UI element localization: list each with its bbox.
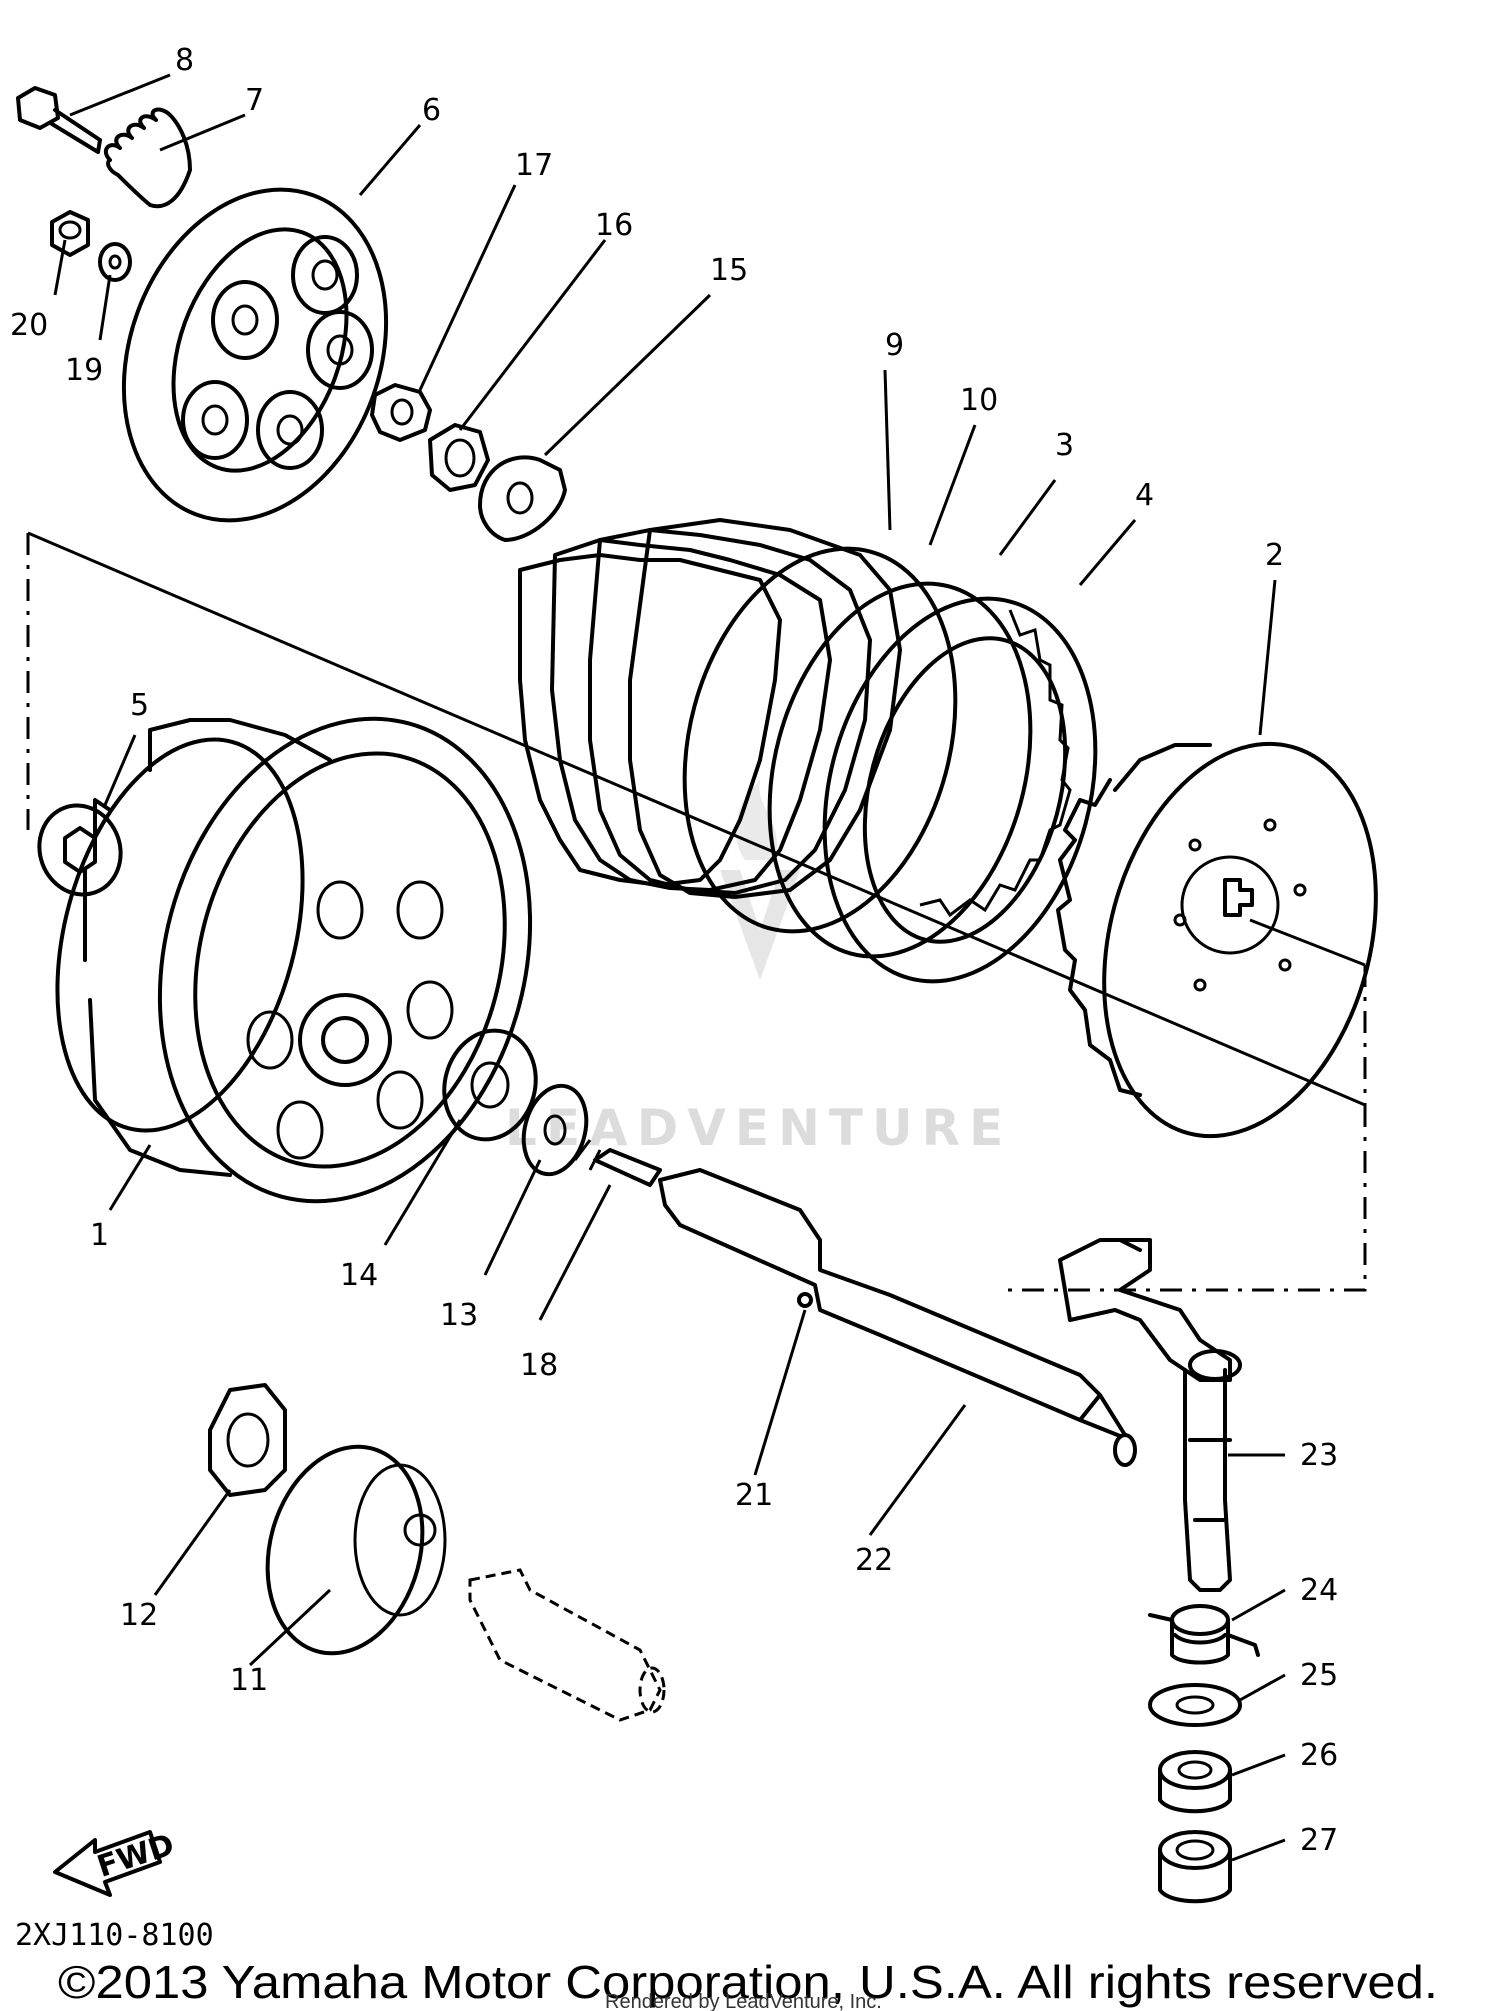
callout-19: 19 [65,353,103,388]
part-19-washer [98,242,132,282]
callout-2: 2 [1265,538,1284,573]
callout-22: 22 [855,1543,893,1578]
callout-3: 3 [1055,428,1074,463]
callout-24: 24 [1300,1573,1338,1608]
callout-1: 1 [90,1218,109,1253]
part-16-nut [428,423,490,492]
callout-16: 16 [595,208,633,243]
part-7-spring [103,107,192,209]
part-5-washer [37,803,123,897]
callout-17: 17 [515,148,553,183]
callout-4: 4 [1135,478,1154,513]
part-14-washer [442,1028,538,1142]
part-22-push-rod [573,1139,1137,1467]
part-25-washer [1148,1683,1242,1727]
part-11-gear [265,1444,447,1656]
fwd-arrow-icon: FWD [53,1827,178,1897]
callout-14: 14 [340,1258,378,1293]
leader-lines [53,73,1286,1862]
diagram-code: 2XJ110-8100 [15,1918,214,1953]
clutch-plate-stack [518,518,1098,984]
callout-26: 26 [1300,1738,1338,1773]
callout-27: 27 [1300,1823,1338,1858]
part-2-boss [1056,741,1378,1139]
callout-9: 9 [885,328,904,363]
callout-13: 13 [440,1298,478,1333]
callout-23: 23 [1300,1438,1338,1473]
part-27-bearing [1158,1830,1232,1904]
kick-shaft [468,1568,666,1722]
part-15-lock-washer [478,455,567,542]
callout-20: 20 [10,308,48,343]
part-23-release-lever [1058,1238,1242,1592]
callout-8: 8 [175,43,194,78]
callout-18: 18 [520,1348,558,1383]
rendered-by-credit: Rendered by LeadVenture, Inc. [605,1991,882,2011]
part-13-washer [521,1083,589,1177]
callout-21: 21 [735,1478,773,1513]
part-20-nut [50,210,90,257]
part-1-clutch-housing [55,716,533,1204]
part-6-pressure-plate [121,187,389,523]
part-26-oil-seal [1158,1750,1232,1814]
callout-labels: 1 2 3 4 5 6 7 8 9 10 11 12 13 14 15 16 1… [10,43,1338,1858]
callout-6: 6 [422,93,441,128]
part-8-bolt [16,86,102,154]
callout-25: 25 [1300,1658,1338,1693]
callout-10: 10 [960,383,998,418]
callout-11: 11 [230,1663,268,1698]
callout-12: 12 [120,1598,158,1633]
part-12-nut [208,1383,287,1497]
callout-15: 15 [710,253,748,288]
copyright-notice: ©2013 Yamaha Motor Corporation, U.S.A. A… [58,1956,1438,2008]
callout-7: 7 [245,83,264,118]
watermark-text: LEADVENTURE [505,1099,1012,1157]
part-17-plate [370,383,432,442]
callout-5: 5 [130,688,149,723]
part-24-spring [1148,1604,1260,1665]
